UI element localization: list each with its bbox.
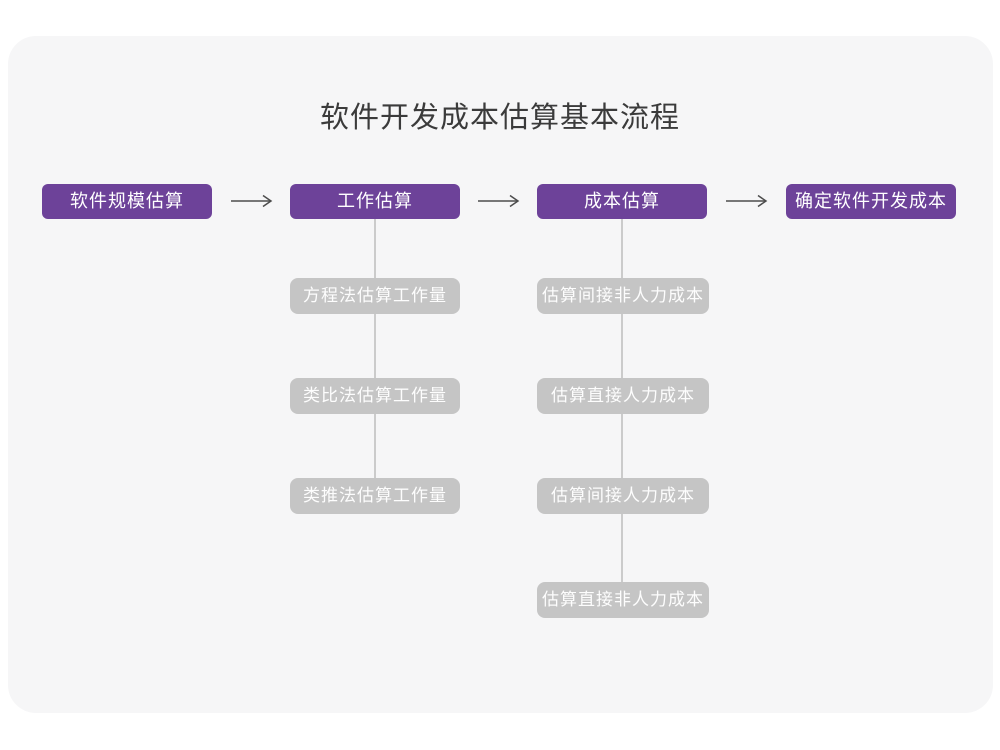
- cost-step-node-indirect-labor: 估算间接人力成本: [537, 478, 709, 514]
- flow-arrow-icon: [725, 194, 769, 208]
- stage-node-work-estimation: 工作估算: [290, 184, 460, 219]
- diagram-card: [8, 36, 993, 713]
- diagram-title: 软件开发成本估算基本流程: [319, 102, 680, 134]
- cost-step-node-indirect-nonlabor: 估算间接非人力成本: [537, 278, 709, 314]
- stage-node-cost-estimation: 成本估算: [537, 184, 707, 219]
- stage-node-software-size-estimation: 软件规模估算: [42, 184, 212, 219]
- work-method-node-extrapolation: 类推法估算工作量: [290, 478, 460, 514]
- work-method-node-equation: 方程法估算工作量: [290, 278, 460, 314]
- flow-arrow-icon: [230, 194, 274, 208]
- stage-node-determine-dev-cost: 确定软件开发成本: [786, 184, 956, 219]
- work-method-node-analogy: 类比法估算工作量: [290, 378, 460, 414]
- work-column-connector-line: [374, 219, 376, 496]
- cost-step-node-direct-nonlabor: 估算直接非人力成本: [537, 582, 709, 618]
- flow-arrow-icon: [477, 194, 521, 208]
- cost-step-node-direct-labor: 估算直接人力成本: [537, 378, 709, 414]
